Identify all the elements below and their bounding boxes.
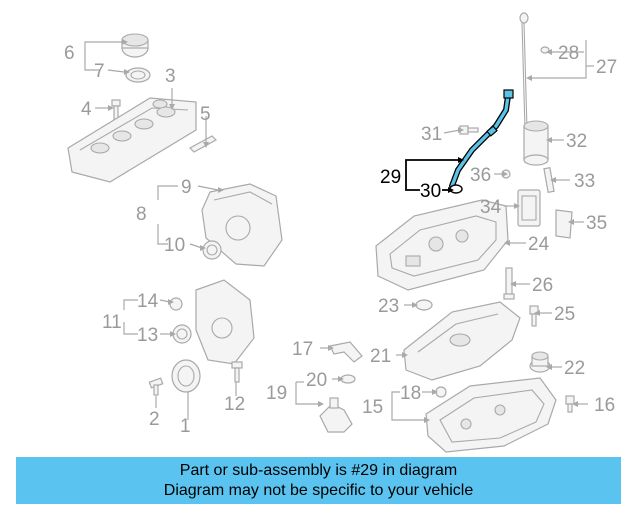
callout-24: 24 bbox=[528, 234, 550, 255]
info-banner: Part or sub-assembly is #29 in diagram D… bbox=[16, 457, 621, 504]
callout-25: 25 bbox=[554, 304, 575, 325]
callout-26: 26 bbox=[532, 275, 553, 296]
callout-35: 35 bbox=[586, 213, 607, 234]
callout-11: 11 bbox=[102, 312, 122, 333]
callout-23: 23 bbox=[378, 296, 399, 317]
callout-6: 6 bbox=[64, 43, 75, 64]
oil-level-sensor-19 bbox=[319, 397, 353, 433]
callout-9: 9 bbox=[181, 177, 192, 198]
bracket-17 bbox=[329, 341, 363, 363]
callout-28: 28 bbox=[558, 43, 579, 64]
left-leaders bbox=[84, 41, 237, 420]
callout-3: 3 bbox=[165, 66, 176, 87]
callout-21: 21 bbox=[370, 346, 391, 367]
gasket-5 bbox=[189, 135, 217, 153]
callout-17: 17 bbox=[292, 339, 313, 360]
callout-4: 4 bbox=[81, 99, 92, 120]
callout-14: 14 bbox=[137, 291, 159, 312]
bolt-12 bbox=[231, 361, 243, 383]
oil-filter bbox=[523, 120, 549, 166]
drain-plug-16 bbox=[565, 395, 575, 413]
callout-8: 8 bbox=[136, 204, 147, 225]
callout-10: 10 bbox=[164, 235, 185, 256]
banner-line-part: Part or sub-assembly is #29 in diagram bbox=[179, 462, 458, 479]
bolt-2 bbox=[148, 377, 164, 396]
callout-34: 34 bbox=[480, 197, 502, 218]
callout-7: 7 bbox=[94, 61, 105, 82]
callout-5: 5 bbox=[200, 104, 211, 125]
callout-16: 16 bbox=[594, 395, 615, 416]
stud-26 bbox=[503, 267, 515, 300]
oil-pan-lower bbox=[425, 377, 557, 453]
dipstick-27 bbox=[519, 12, 550, 131]
oil-pan-upper bbox=[375, 199, 509, 291]
callout-2: 2 bbox=[149, 409, 160, 430]
left-arrows bbox=[108, 39, 224, 337]
callout-33: 33 bbox=[574, 171, 595, 192]
callout-13: 13 bbox=[137, 325, 158, 346]
seal-13 bbox=[172, 324, 192, 344]
seal-10 bbox=[202, 240, 222, 260]
callout-15: 15 bbox=[362, 397, 383, 418]
callout-29: 29 bbox=[380, 167, 401, 188]
callout-36: 36 bbox=[470, 165, 491, 186]
seal-ring-7 bbox=[125, 67, 151, 83]
cylinder-head-cover bbox=[67, 97, 197, 183]
oil-filler-cap bbox=[121, 33, 149, 58]
banner-line-disclaimer: Diagram may not be specific to your vehi… bbox=[163, 482, 474, 499]
highlight-leaders bbox=[405, 157, 464, 193]
callout-31: 31 bbox=[421, 124, 442, 145]
callout-27: 27 bbox=[596, 57, 617, 78]
timing-cover-upper bbox=[201, 183, 283, 267]
nut-14 bbox=[169, 297, 183, 311]
right-arrows bbox=[318, 49, 578, 423]
callout-12: 12 bbox=[224, 394, 245, 415]
callout-22: 22 bbox=[564, 358, 585, 379]
dipstick-guide-tube-29 bbox=[449, 89, 514, 189]
baffle-21 bbox=[403, 301, 521, 381]
sensor-22 bbox=[529, 351, 551, 373]
callout-19: 19 bbox=[266, 383, 287, 404]
o-ring-23 bbox=[415, 299, 433, 311]
callout-20: 20 bbox=[306, 370, 327, 391]
timing-cover-lower bbox=[195, 279, 255, 365]
callout-32: 32 bbox=[566, 131, 587, 152]
callout-18: 18 bbox=[400, 383, 421, 404]
bracket-35 bbox=[555, 209, 573, 239]
oil-module-34 bbox=[517, 189, 541, 227]
callout-1: 1 bbox=[180, 416, 191, 437]
callout-30: 30 bbox=[420, 181, 441, 202]
crank-pulley bbox=[171, 359, 201, 393]
bolt-25 bbox=[529, 305, 539, 327]
